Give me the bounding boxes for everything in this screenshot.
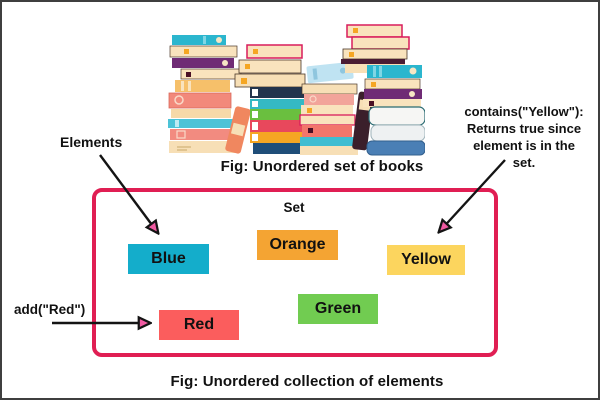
element-box-red: Red (159, 310, 239, 340)
element-box-yellow: Yellow (387, 245, 465, 275)
books-illustration (168, 24, 425, 156)
book-stack-left (168, 35, 251, 154)
set-container (92, 188, 498, 357)
book-stack-right (341, 24, 425, 156)
contains-note-line: set. (512, 155, 536, 170)
contains-note-line: Returns true since (466, 121, 582, 136)
contains-note-line: element is in the (473, 138, 575, 153)
add-red-label: add("Red") (14, 302, 86, 317)
elements-label: Elements (60, 134, 123, 150)
book-stack-center-right (299, 61, 374, 155)
book-stack-middle (234, 44, 306, 154)
caption-elements: Fig: Unordered collection of elements (170, 373, 444, 390)
contains-note-line: contains("Yellow"): (464, 104, 584, 119)
element-box-green: Green (298, 294, 378, 324)
contains-note: contains("Yellow"): Returns true since e… (448, 103, 598, 171)
element-box-blue: Blue (128, 244, 209, 274)
element-box-orange: Orange (257, 230, 338, 260)
caption-books: Fig: Unordered set of books (220, 158, 424, 175)
set-title: Set (283, 200, 305, 215)
